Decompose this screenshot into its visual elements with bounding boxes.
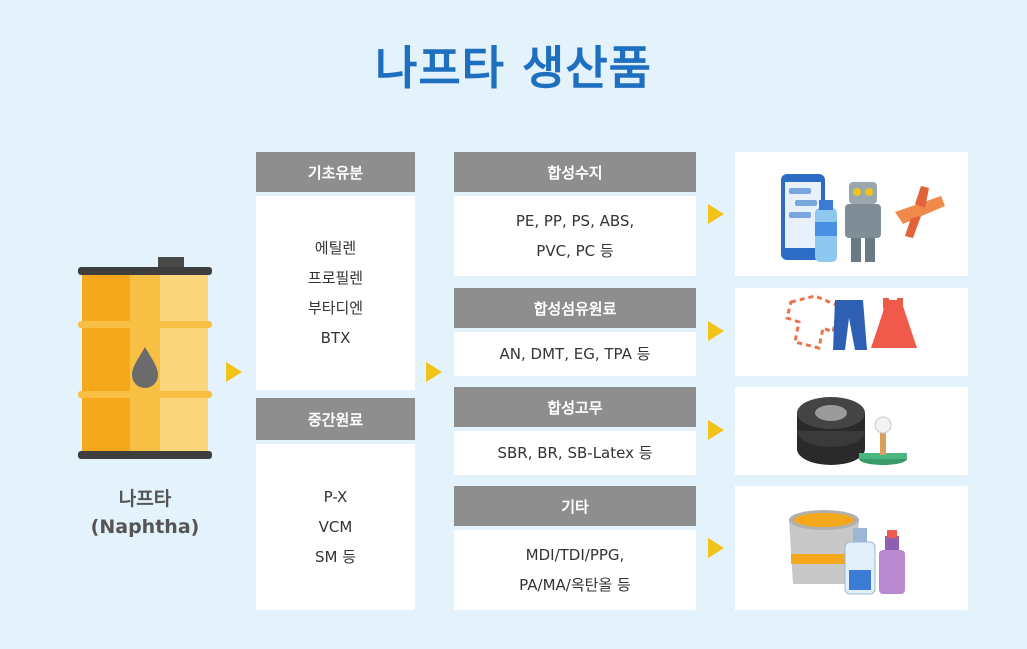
oil-barrel-icon: [70, 255, 220, 465]
intermediate-box: P-X VCM SM 등: [256, 444, 415, 610]
synthetic-rubber-box: SBR, BR, SB-Latex 등: [454, 431, 696, 475]
intermediate-item: SM 등: [315, 542, 356, 572]
naphtha-name: 나프타: [60, 485, 230, 513]
others-item: PA/MA/옥탄올 등: [519, 570, 631, 600]
others-header: 기타: [454, 486, 696, 526]
basic-fraction-item: 부타디엔: [308, 293, 363, 323]
intermediate-item: P-X: [324, 482, 348, 512]
synthetic-rubber-item: SBR, BR, SB-Latex 등: [497, 438, 652, 468]
basic-fraction-item: BTX: [321, 323, 351, 353]
synthetic-rubber-header: 합성고무: [454, 387, 696, 427]
synthetic-fiber-header: 합성섬유원료: [454, 288, 696, 328]
page-title: 나프타 생산품: [0, 32, 1027, 98]
arrow-right-icon: [708, 321, 724, 341]
intermediate-header: 중간원료: [256, 398, 415, 440]
synthetic-resin-item: PVC, PC 등: [536, 236, 613, 266]
resin-products-panel: [735, 152, 968, 276]
naphtha-name-en: (Naphtha): [60, 513, 230, 541]
synthetic-fiber-item: AN, DMT, EG, TPA 등: [500, 339, 651, 369]
synthetic-resin-box: PE, PP, PS, ABS, PVC, PC 등: [454, 196, 696, 276]
arrow-right-icon: [226, 362, 242, 382]
synthetic-resin-item: PE, PP, PS, ABS,: [516, 206, 634, 236]
arrow-right-icon: [708, 420, 724, 440]
others-box: MDI/TDI/PPG, PA/MA/옥탄올 등: [454, 530, 696, 610]
naphtha-label: 나프타 (Naphtha): [60, 485, 230, 541]
tires-and-golf-tee-icon: [735, 387, 968, 475]
arrow-right-icon: [708, 538, 724, 558]
other-products-panel: [735, 486, 968, 610]
fiber-products-panel: [735, 288, 968, 376]
others-item: MDI/TDI/PPG,: [526, 540, 625, 570]
basic-fraction-item: 프로필렌: [308, 263, 363, 293]
synthetic-resin-header: 합성수지: [454, 152, 696, 192]
basic-fraction-item: 에틸렌: [315, 233, 356, 263]
phone-bottle-robot-plane-icon: [735, 152, 968, 276]
arrow-right-icon: [708, 204, 724, 224]
basic-fraction-header: 기초유분: [256, 152, 415, 192]
synthetic-fiber-box: AN, DMT, EG, TPA 등: [454, 332, 696, 376]
rubber-products-panel: [735, 387, 968, 475]
basic-fraction-box: 에틸렌 프로필렌 부타디엔 BTX: [256, 196, 415, 390]
clothes-icon: [735, 288, 968, 376]
intermediate-item: VCM: [319, 512, 353, 542]
arrow-right-icon: [426, 362, 442, 382]
paint-bucket-and-bottles-icon: [735, 486, 968, 610]
